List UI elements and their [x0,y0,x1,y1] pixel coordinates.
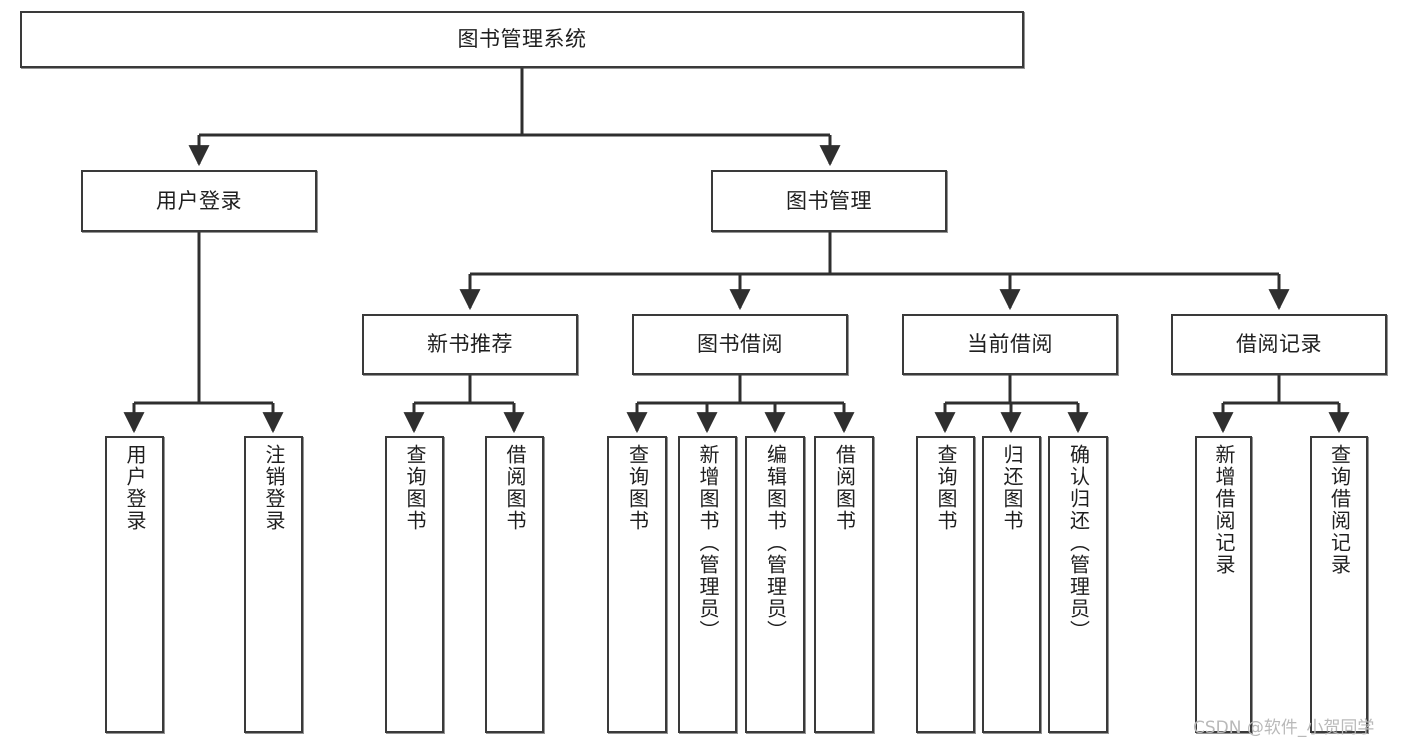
leaf-borrow-book-2-label: 借阅图书 [832,444,857,532]
leaf-query-book-2[interactable]: 查询图书 [607,436,667,733]
leaf-query-record[interactable]: 查询借阅记录 [1310,436,1368,733]
node-root[interactable]: 图书管理系统 [20,11,1024,68]
node-new-book-recommend[interactable]: 新书推荐 [362,314,578,375]
leaf-query-book-3[interactable]: 查询图书 [916,436,975,733]
leaf-add-book-label: 新增图书（管理员） [696,444,720,642]
leaf-edit-book-label: 编辑图书（管理员） [763,444,788,642]
leaf-logout[interactable]: 注销登录 [244,436,303,733]
leaf-confirm-return-label: 确认归还（管理员） [1066,444,1091,642]
node-book-borrow[interactable]: 图书借阅 [632,314,848,375]
node-user-login[interactable]: 用户登录 [81,170,317,232]
node-book-management-label: 图书管理 [786,188,872,213]
leaf-query-book-1-label: 查询图书 [403,444,427,532]
leaf-query-record-label: 查询借阅记录 [1327,444,1352,576]
node-book-borrow-label: 图书借阅 [697,332,783,357]
leaf-logout-label: 注销登录 [262,444,286,532]
node-root-label: 图书管理系统 [457,27,587,52]
node-borrow-records-label: 借阅记录 [1236,332,1322,357]
leaf-query-book-2-label: 查询图书 [625,444,650,532]
leaf-borrow-book-1-label: 借阅图书 [503,444,527,532]
leaf-return-book[interactable]: 归还图书 [982,436,1041,733]
node-borrow-records[interactable]: 借阅记录 [1171,314,1387,375]
leaf-confirm-return[interactable]: 确认归还（管理员） [1048,436,1108,733]
node-current-borrow-label: 当前借阅 [967,332,1053,357]
leaf-return-book-label: 归还图书 [1000,444,1024,532]
leaf-add-record-label: 新增借阅记录 [1212,444,1236,576]
node-new-book-recommend-label: 新书推荐 [427,332,513,357]
node-user-login-label: 用户登录 [156,188,242,213]
leaf-query-book-1[interactable]: 查询图书 [385,436,444,733]
leaf-edit-book[interactable]: 编辑图书（管理员） [745,436,805,733]
leaf-user-login[interactable]: 用户登录 [105,436,164,733]
leaf-add-book[interactable]: 新增图书（管理员） [678,436,737,733]
leaf-add-record[interactable]: 新增借阅记录 [1195,436,1252,733]
leaf-borrow-book-2[interactable]: 借阅图书 [814,436,874,733]
node-current-borrow[interactable]: 当前借阅 [902,314,1118,375]
node-book-management[interactable]: 图书管理 [711,170,947,232]
leaf-query-book-3-label: 查询图书 [934,444,958,532]
csdn-watermark: CSDN @软件_小贺同学 [1193,718,1375,738]
leaf-borrow-book-1[interactable]: 借阅图书 [485,436,544,733]
leaf-user-login-label: 用户登录 [123,444,147,532]
